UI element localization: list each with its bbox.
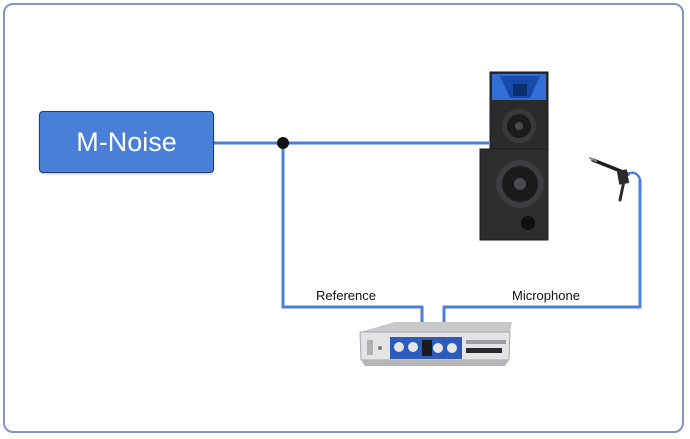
junction-dot xyxy=(277,137,289,149)
m-noise-source-box: M-Noise xyxy=(39,111,214,173)
wire-reference xyxy=(281,143,424,336)
wires xyxy=(214,141,642,336)
microphone-label: Microphone xyxy=(512,288,580,303)
audio-interface-rack-icon xyxy=(359,322,512,366)
loudspeaker-icon xyxy=(479,71,549,241)
diagram-frame xyxy=(3,3,684,433)
measurement-microphone-icon xyxy=(589,157,642,202)
wire-microphone xyxy=(442,179,642,336)
reference-label: Reference xyxy=(316,288,376,303)
